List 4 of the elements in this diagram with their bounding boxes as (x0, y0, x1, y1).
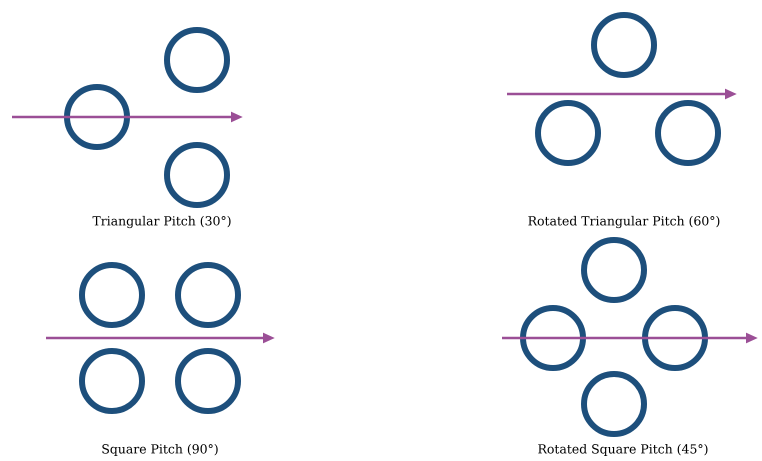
caption: Rotated Triangular Pitch (60°) (528, 216, 720, 228)
caption: Rotated Square Pitch (45°) (538, 444, 708, 456)
caption: Square Pitch (90°) (102, 444, 218, 456)
caption: Triangular Pitch (30°) (92, 216, 231, 228)
